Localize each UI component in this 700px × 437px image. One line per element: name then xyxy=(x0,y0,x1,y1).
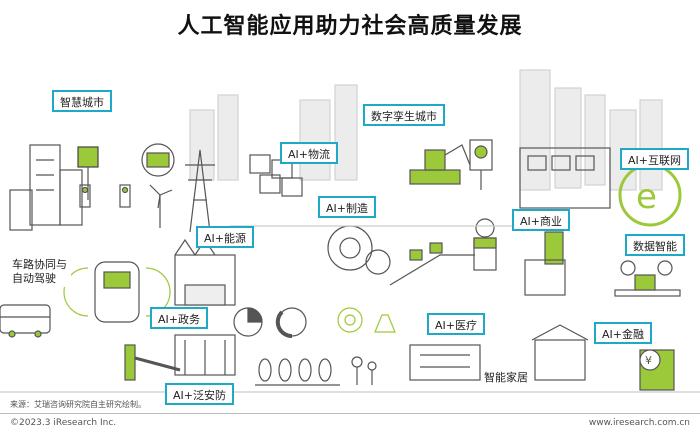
power-tower-icon xyxy=(185,149,215,233)
robot-icon xyxy=(469,139,493,190)
label-ai-manufacturing: AI+制造 xyxy=(318,196,376,218)
bus-icon xyxy=(0,304,51,338)
bank-icon xyxy=(531,324,589,381)
footer-divider xyxy=(0,413,700,414)
excavator-icon xyxy=(409,144,471,185)
monitor-icon xyxy=(141,143,175,177)
page-title: 人工智能应用助力社会高质量发展 xyxy=(177,14,523,39)
label-ai-finance: AI+金融 xyxy=(594,322,652,344)
label-ai-medical: AI+医疗 xyxy=(427,313,485,335)
copyright-text: ©2023.3 iResearch Inc. xyxy=(10,418,117,428)
trees-icon xyxy=(255,358,340,386)
left-buildings xyxy=(9,144,83,231)
label-ai-energy: AI+能源 xyxy=(196,226,254,248)
family-icon xyxy=(351,356,377,385)
label-data-intelligence: 数据智能 xyxy=(625,234,685,256)
traffic-light-icon xyxy=(79,184,131,208)
label-digital-twin-city: 数字孪生城市 xyxy=(363,104,445,126)
barrier-gate-icon xyxy=(124,344,181,381)
pie-chart-icon xyxy=(233,307,307,339)
worker-icon xyxy=(473,218,497,271)
phone-icon xyxy=(524,231,566,296)
label-smart-home: 智能家居 xyxy=(484,371,528,384)
wind-turbine-icon xyxy=(149,184,173,228)
factory-icon xyxy=(174,238,236,306)
government-building-icon xyxy=(174,334,236,376)
label-smart-city: 智慧城市 xyxy=(52,90,112,112)
parking-sign-icon xyxy=(77,146,99,200)
label-ai-government: AI+政务 xyxy=(150,307,208,329)
yuan-phone-icon: ¥ xyxy=(639,349,675,391)
svg-text:¥: ¥ xyxy=(645,354,652,367)
source-note: 来源：艾瑞咨询研究院自主研究绘制。 xyxy=(10,400,146,409)
svg-text:e: e xyxy=(636,177,657,217)
internet-panel-icon xyxy=(519,147,611,209)
lab-icons xyxy=(337,307,396,333)
label-vehicle-road-autonomous: 车路协同与 自动驾驶 xyxy=(8,257,71,287)
label-ai-internet: AI+互联网 xyxy=(620,148,689,170)
conveyor-icon xyxy=(389,242,475,286)
label-ai-logistics: AI+物流 xyxy=(280,142,338,164)
people-at-desk-icon xyxy=(614,260,681,297)
gear-icon xyxy=(327,225,391,275)
hospital-icon xyxy=(409,344,481,381)
website-text: www.iresearch.com.cn xyxy=(588,418,690,428)
car-icon xyxy=(63,261,171,323)
label-ai-security: AI+泛安防 xyxy=(165,383,234,405)
label-ai-commerce: AI+商业 xyxy=(512,209,570,231)
ground-line xyxy=(0,225,700,393)
